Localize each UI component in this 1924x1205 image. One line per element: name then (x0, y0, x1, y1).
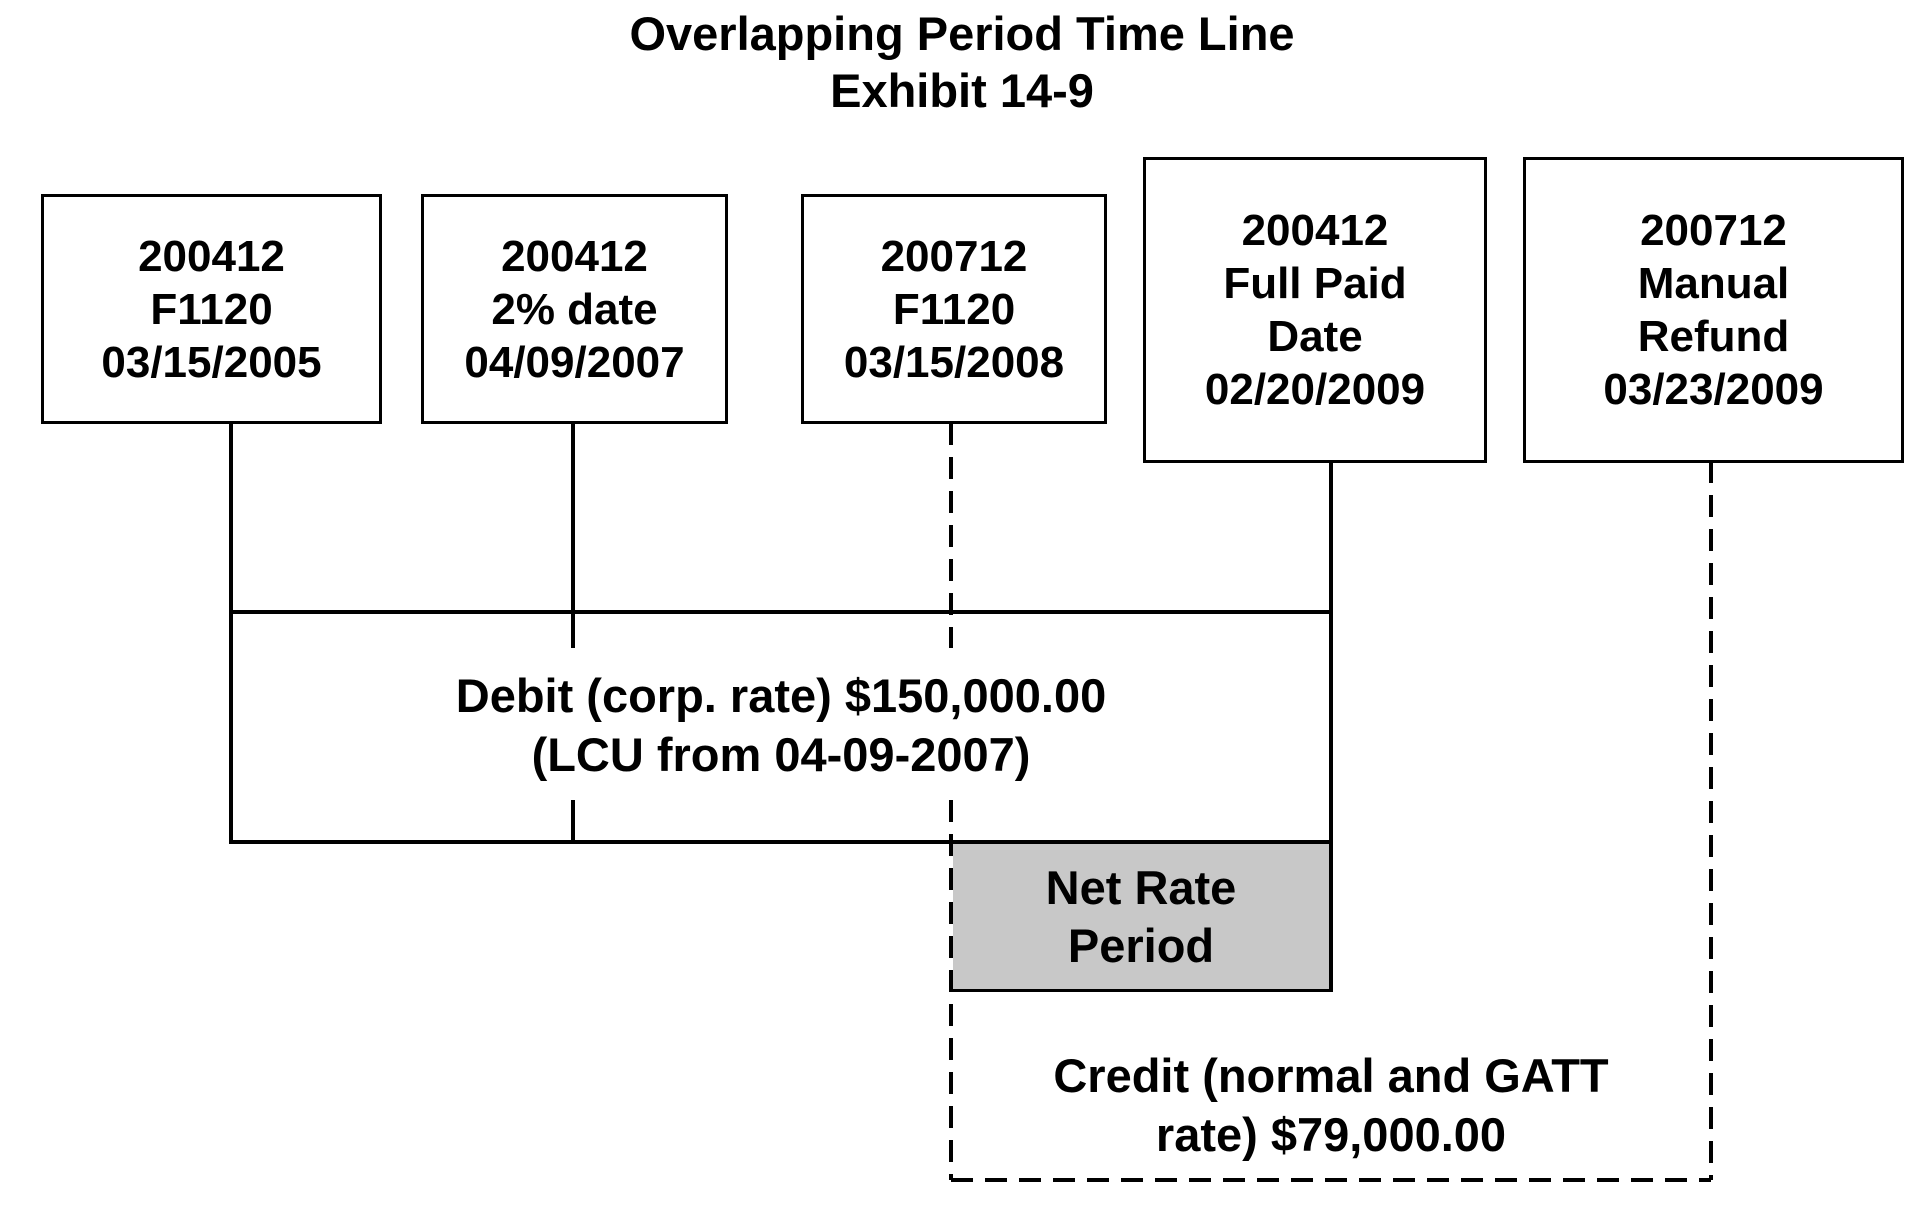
event-2-line-1: 200412 (501, 231, 648, 281)
event-5-line-3: Refund (1637, 312, 1790, 361)
event-1-line-3: 03/15/2005 (101, 337, 322, 387)
event-box-1: 200412 F1120 03/15/2005 (41, 194, 382, 424)
debit-line-1: Debit (corp. rate) $150,000.00 (455, 669, 1107, 722)
debit-label: Debit (corp. rate) $150,000.00 (LCU from… (233, 666, 1329, 784)
event-5-line-2: Manual (1637, 259, 1790, 308)
debit-line-2: (LCU from 04-09-2007) (531, 728, 1031, 781)
net-rate-line-1: Net Rate (1045, 860, 1237, 914)
event-box-2: 200412 2% date 04/09/2007 (421, 194, 728, 424)
event-4-line-4: 02/20/2009 (1204, 365, 1426, 414)
credit-label: Credit (normal and GATT rate) $79,000.00 (953, 1046, 1709, 1164)
net-rate-period: Net Rate Period (953, 844, 1329, 989)
event-3-line-1: 200712 (880, 231, 1028, 281)
credit-line-1: Credit (normal and GATT (1053, 1049, 1609, 1102)
event-box-3: 200712 F1120 03/15/2008 (801, 194, 1107, 424)
event-5-line-4: 03/23/2009 (1603, 365, 1824, 414)
diagram-title: Overlapping Period Time Line (629, 7, 1295, 60)
event-box-5: 200712 Manual Refund 03/23/2009 (1523, 157, 1904, 463)
net-rate-line-2: Period (1067, 918, 1215, 972)
event-2-line-2: 2% date (491, 284, 658, 334)
event-4-line-2: Full Paid (1223, 259, 1407, 308)
credit-line-2: rate) $79,000.00 (1155, 1108, 1507, 1161)
event-4-line-3: Date (1267, 312, 1363, 361)
event-1-line-2: F1120 (150, 284, 273, 334)
event-3-line-2: F1120 (892, 284, 1016, 334)
event-5-line-1: 200712 (1640, 206, 1787, 255)
diagram-subtitle: Exhibit 14-9 (830, 64, 1094, 117)
event-1-line-1: 200412 (138, 231, 285, 281)
event-4-line-1: 200412 (1241, 206, 1389, 255)
event-3-line-3: 03/15/2008 (843, 337, 1065, 387)
event-box-4: 200412 Full Paid Date 02/20/2009 (1143, 157, 1487, 463)
event-2-line-3: 04/09/2007 (464, 337, 685, 387)
